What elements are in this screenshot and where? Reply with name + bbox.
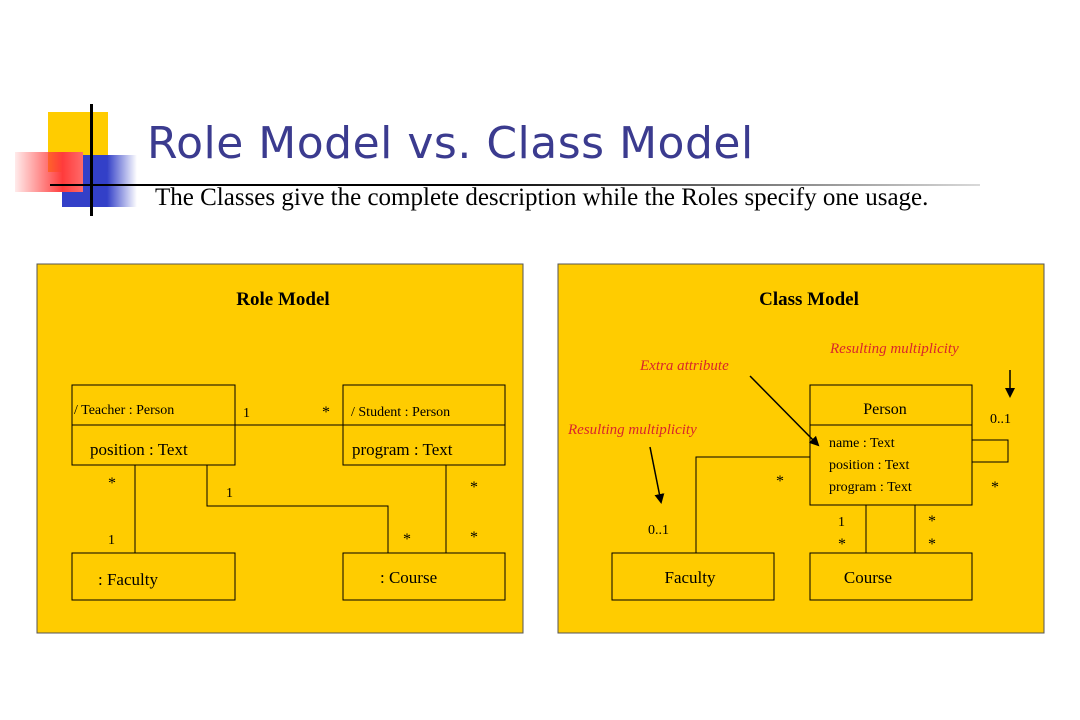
annotation-extra-attribute: Extra attribute — [639, 358, 729, 374]
multiplicity-label: * — [928, 536, 936, 553]
student-role-attribute: program : Text — [352, 440, 453, 459]
multiplicity-label: 0..1 — [990, 412, 1011, 427]
multiplicity-label: * — [403, 531, 411, 548]
multiplicity-label: * — [470, 479, 478, 496]
class-model-panel-bg — [557, 263, 1045, 634]
slide-subtitle: The Classes give the complete descriptio… — [155, 184, 929, 211]
faculty-role-name: : Faculty — [98, 570, 158, 589]
faculty-class-box: Faculty — [611, 552, 775, 601]
person-attribute: position : Text — [829, 458, 910, 473]
teacher-role-box: / Teacher : Person position : Text — [71, 384, 236, 466]
student-role-name: / Student : Person — [351, 405, 450, 420]
multiplicity-label: * — [108, 475, 116, 492]
role-model-panel: Role Model / Teacher : Person position :… — [36, 263, 524, 634]
person-class-name: Person — [863, 401, 907, 418]
multiplicity-label: * — [470, 529, 478, 546]
annotation-arrow-left — [649, 446, 665, 504]
person-self-association — [972, 439, 1009, 463]
annotation-resulting-multiplicity-right: Resulting multiplicity — [829, 341, 959, 357]
student-role-box: / Student : Person program : Text — [342, 384, 506, 466]
decor-vertical-line — [90, 104, 93, 216]
teacher-role-name: / Teacher : Person — [74, 403, 174, 418]
multiplicity-label: * — [322, 404, 330, 421]
slide-title: Role Model vs. Class Model — [147, 118, 754, 169]
multiplicity-label: * — [991, 479, 999, 496]
annotation-resulting-multiplicity-left: Resulting multiplicity — [567, 422, 697, 438]
person-attribute: name : Text — [829, 436, 895, 451]
multiplicity-label: * — [776, 473, 784, 490]
class-model-panel: Class Model Person name : Text position … — [557, 263, 1045, 634]
multiplicity-label: 0..1 — [648, 523, 669, 538]
course-class-box: Course — [809, 552, 973, 601]
course-class-name: Course — [844, 568, 892, 587]
multiplicity-label: 1 — [108, 533, 115, 548]
multiplicity-label: 1 — [226, 486, 233, 501]
multiplicity-label: 1 — [243, 406, 250, 421]
decor-horizontal-line — [50, 184, 980, 186]
multiplicity-label: * — [928, 513, 936, 530]
person-attribute: program : Text — [829, 480, 912, 495]
teacher-course-association — [206, 465, 389, 553]
person-faculty-association — [695, 456, 810, 553]
class-model-title: Class Model — [759, 289, 859, 310]
course-role-box: : Course — [342, 552, 506, 601]
faculty-class-name: Faculty — [665, 568, 716, 587]
role-model-title: Role Model — [236, 289, 329, 310]
teacher-role-attribute: position : Text — [90, 440, 188, 459]
multiplicity-label: 1 — [838, 515, 845, 530]
role-model-panel-bg — [36, 263, 524, 634]
person-class-box: Person name : Text position : Text progr… — [809, 384, 973, 506]
multiplicity-label: * — [838, 536, 846, 553]
course-role-name: : Course — [380, 568, 437, 587]
faculty-role-box: : Faculty — [71, 552, 236, 601]
annotation-arrow-extra-attribute — [749, 375, 820, 447]
